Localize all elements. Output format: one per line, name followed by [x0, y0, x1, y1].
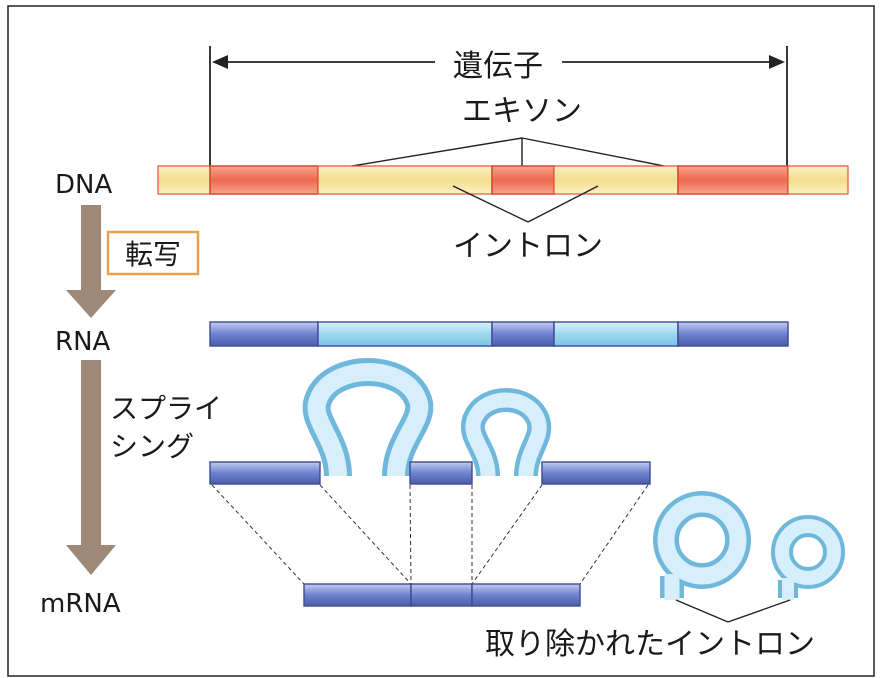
rna-intron-2 — [553, 321, 679, 347]
splicing-label-line1: スプライ — [110, 392, 222, 425]
splicing-intermediate — [209, 357, 651, 485]
splice-exon-1 — [209, 461, 321, 485]
removed-intron-1 — [653, 491, 751, 600]
rna-exon-3 — [677, 321, 789, 347]
removed-introns-label: 取り除かれたイントロン — [485, 627, 815, 662]
mrna-strand — [303, 583, 581, 607]
removed-intron-pointer-lines — [675, 599, 791, 623]
dna-label: DNA — [55, 170, 112, 200]
splice-exon-3 — [541, 461, 651, 485]
rna-intron-1 — [317, 321, 493, 347]
intron-loop-2 — [460, 387, 552, 477]
rna-strand — [209, 321, 789, 347]
dna-strand — [157, 165, 849, 195]
dna-intron-2 — [553, 165, 679, 195]
dna-flank-left — [157, 165, 211, 195]
splicing-guide-lines — [211, 484, 649, 585]
intron-loop-1 — [302, 357, 434, 478]
dna-flank-right — [787, 165, 849, 195]
dna-exon-3 — [677, 165, 789, 195]
transcription-box — [106, 230, 200, 276]
dna-exon-1 — [209, 165, 319, 195]
transcription-arrow — [66, 205, 116, 318]
dna-intron-1 — [317, 165, 493, 195]
mrna-exon-1 — [303, 583, 412, 607]
gene-label: 遺伝子 — [453, 49, 543, 84]
mrna-exon-3 — [471, 583, 581, 607]
transcription-label: 転写 — [125, 238, 181, 271]
splicing-label-line2: シング — [110, 430, 194, 463]
intron-pointer-lines — [452, 185, 599, 223]
rna-exon-1 — [209, 321, 319, 347]
dna-exon-2 — [491, 165, 555, 195]
right-arrowhead-icon — [769, 55, 785, 69]
exon-label: エキソン — [462, 94, 582, 129]
gene-span-bracket — [209, 46, 788, 172]
rna-label: RNA — [55, 327, 111, 357]
intron-label: イントロン — [453, 229, 603, 264]
splice-exon-2 — [409, 461, 473, 485]
removed-intron-2 — [771, 515, 845, 600]
left-arrowhead-icon — [212, 55, 228, 69]
splicing-arrow — [66, 360, 116, 575]
mrna-label: mRNA — [40, 589, 121, 619]
rna-exon-2 — [491, 321, 555, 347]
mrna-exon-2 — [410, 583, 473, 607]
